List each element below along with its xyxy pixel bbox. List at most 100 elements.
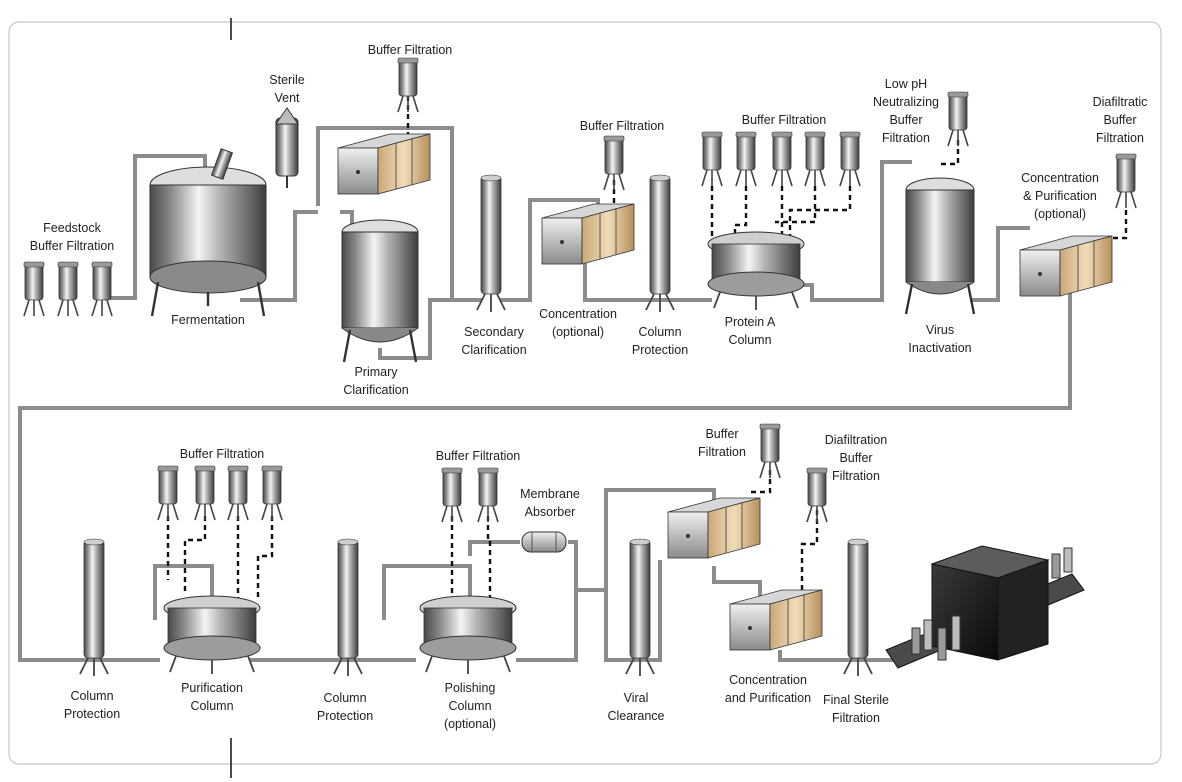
label-line: Buffer Filtration	[180, 447, 265, 461]
label-line: Column	[323, 691, 366, 705]
label-line: Diafiltratic	[1093, 95, 1148, 109]
diagram-border	[8, 21, 1162, 765]
label-line: Membrane	[520, 487, 580, 501]
column-protection-3	[333, 538, 363, 677]
primary-clarification-tank	[341, 219, 419, 363]
label-line: Clarification	[343, 383, 408, 397]
diafiltration-buffer-filter-2	[806, 467, 828, 523]
label-line: Buffer Filtration	[436, 449, 521, 463]
filling-machine	[885, 545, 1085, 669]
label-line: Clarification	[461, 343, 526, 357]
label-line: Concentration	[1021, 171, 1099, 185]
label-line: and Purification	[725, 691, 811, 705]
label-line: Inactivation	[908, 341, 971, 355]
label-line: Protection	[64, 707, 120, 721]
label-line: Column	[728, 333, 771, 347]
pipes	[18, 126, 1072, 662]
label-line: Clearance	[608, 709, 665, 723]
label-line: Final Sterile	[823, 693, 889, 707]
label-line: Buffer Filtration	[742, 113, 827, 127]
label-line: Fermentation	[171, 313, 245, 327]
label-line: Filtration	[698, 445, 746, 459]
label-line: Neutralizing	[873, 95, 939, 109]
label-line: Buffer	[839, 451, 872, 465]
label-buffer-filtration-2: Buffer Filtration	[580, 119, 665, 133]
label-line: Absorber	[525, 505, 576, 519]
label-line: Protection	[632, 343, 688, 357]
fermentation-tank	[149, 148, 267, 317]
label-line: Viral	[624, 691, 649, 705]
label-buffer-filtration-5: Buffer Filtration	[436, 449, 521, 463]
buffer-filter-1	[397, 57, 419, 113]
column-protection-1	[645, 174, 675, 313]
label-line: Column	[448, 699, 491, 713]
label-line: Virus	[926, 323, 954, 337]
label-line: Protection	[317, 709, 373, 723]
label-buffer-filtration-3: Buffer Filtration	[742, 113, 827, 127]
label-line: Buffer	[1103, 113, 1136, 127]
low-ph-buffer-filter	[947, 91, 969, 147]
label-line: Protein A	[725, 315, 776, 329]
label-protein-a-column: Protein A Column	[725, 315, 776, 347]
buffer-filter-2	[603, 135, 625, 191]
label-line: (optional)	[444, 717, 496, 731]
label-line: Filtration	[1096, 131, 1144, 145]
final-sterile-filter	[843, 538, 873, 677]
label-line: Feedstock	[43, 221, 101, 235]
label-line: Vent	[274, 91, 300, 105]
label-concentration-optional: Concentration (optional)	[539, 307, 617, 339]
label-concentration-purification: Concentration and Purification	[725, 673, 811, 705]
sterile-vent-filter	[275, 107, 299, 188]
label-line: Sterile	[269, 73, 304, 87]
label-line: Buffer Filtration	[368, 43, 453, 57]
label-line: (optional)	[552, 325, 604, 339]
label-line: Buffer	[705, 427, 738, 441]
buffer-lines	[166, 96, 1128, 600]
label-line: Buffer Filtration	[30, 239, 115, 253]
label-line: Buffer Filtration	[580, 119, 665, 133]
label-buffer-filtration-4: Buffer Filtration	[180, 447, 265, 461]
column-protection-2	[79, 538, 109, 677]
label-line: Column	[70, 689, 113, 703]
label-line: Column	[190, 699, 233, 713]
label-line: Purification	[181, 681, 243, 695]
secondary-clarification-column	[476, 174, 506, 313]
label-buffer-filtration-1: Buffer Filtration	[368, 43, 453, 57]
label-line: Filtration	[882, 131, 930, 145]
virus-inactivation-tank	[904, 177, 976, 315]
label-line: Diafiltration	[825, 433, 888, 447]
label-fermentation: Fermentation	[171, 313, 245, 327]
label-line: Buffer	[889, 113, 922, 127]
label-line: Secondary	[464, 325, 525, 339]
diafiltration-buffer-filter-1	[1115, 153, 1137, 209]
label-line: Primary	[354, 365, 398, 379]
label-line: Filtration	[832, 469, 880, 483]
label-line: Concentration	[539, 307, 617, 321]
label-line: Concentration	[729, 673, 807, 687]
label-concentration-purification-optional: Concentration & Purification (optional)	[1021, 171, 1099, 221]
membrane-absorber	[521, 531, 567, 553]
label-line: Polishing	[445, 681, 496, 695]
label-line: & Purification	[1023, 189, 1097, 203]
label-line: Filtration	[832, 711, 880, 725]
label-line: (optional)	[1034, 207, 1086, 221]
